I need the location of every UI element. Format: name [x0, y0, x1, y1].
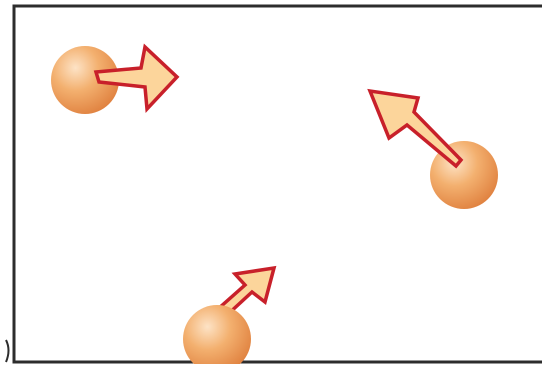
panel-label-fragment — [6, 340, 9, 362]
